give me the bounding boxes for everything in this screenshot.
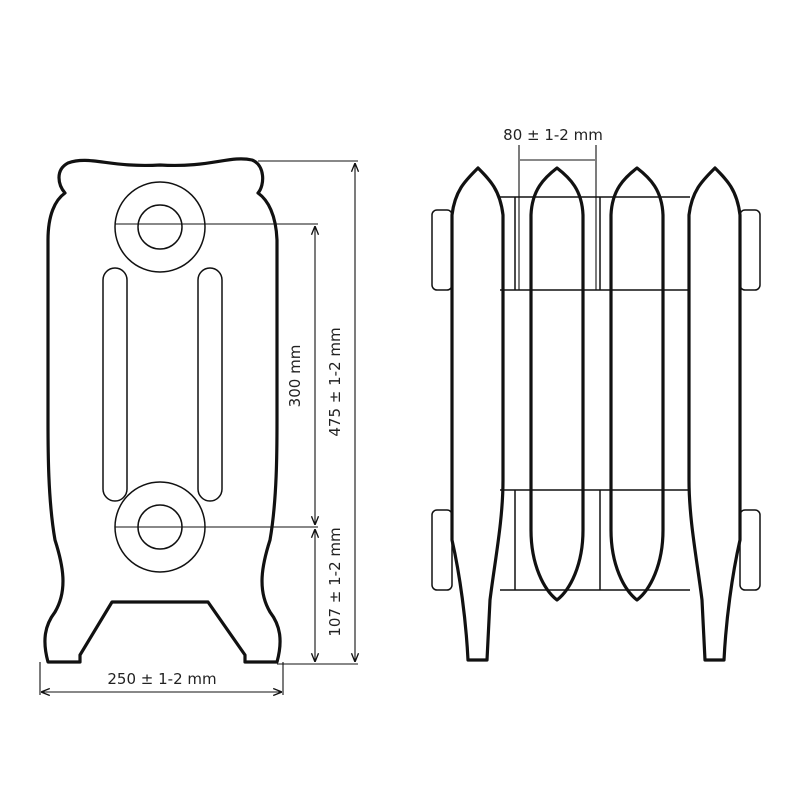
top-hub-inner bbox=[137, 204, 183, 250]
column-1 bbox=[450, 166, 505, 662]
top-hub-outer bbox=[114, 181, 206, 273]
nipple-top-right bbox=[739, 209, 761, 291]
label-section-pitch: 80 ± 1-2 mm bbox=[503, 126, 603, 144]
column-3 bbox=[609, 166, 665, 602]
label-center-distance: 300 mm bbox=[286, 345, 304, 408]
label-total-height: 475 ± 1-2 mm bbox=[326, 327, 344, 436]
label-bottom-center: 107 ± 1-2 mm bbox=[326, 527, 344, 636]
nipple-bottom-left bbox=[431, 509, 453, 591]
right-slot bbox=[197, 267, 223, 502]
column-2 bbox=[529, 166, 585, 602]
section-outline bbox=[43, 157, 282, 664]
nipple-bottom-right bbox=[739, 509, 761, 591]
label-depth: 250 ± 1-2 mm bbox=[107, 670, 216, 688]
front-view: 80 ± 1-2 mm bbox=[431, 126, 761, 662]
column-4 bbox=[687, 166, 742, 662]
nipple-top-left bbox=[431, 209, 453, 291]
left-slot bbox=[102, 267, 128, 502]
side-view: 300 mm 475 ± 1-2 mm 107 ± 1-2 mm 250 ± 1… bbox=[39, 157, 358, 695]
